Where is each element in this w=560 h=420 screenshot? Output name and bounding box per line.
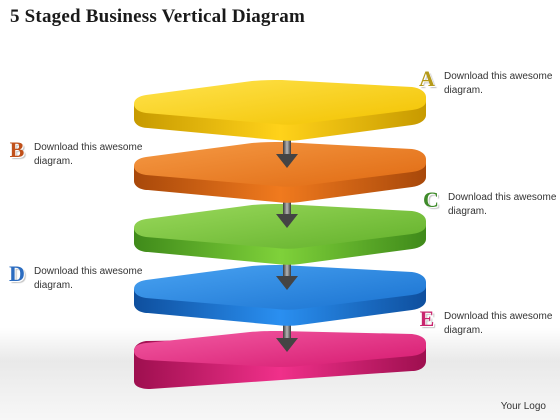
page-title: 5 Staged Business Vertical Diagram [10, 6, 305, 27]
letter-e: E [419, 306, 435, 331]
layer-d [134, 265, 426, 326]
stage-a-text: Download this awesome diagram. [444, 71, 553, 96]
stage-a-label: A Download this awesome diagram. [416, 68, 556, 98]
layer-c [134, 204, 426, 265]
stage-c-label: C Download this awesome diagram. [420, 189, 560, 219]
layer-a [134, 80, 426, 141]
stage-e-label: E Download this awesome diagram. [416, 308, 556, 338]
arrow-a-to-b [276, 140, 298, 168]
letter-c: C [423, 187, 439, 212]
letter-a: A [419, 66, 435, 91]
stage-b-label: B Download this awesome diagram. [6, 139, 146, 169]
stage-d-text: Download this awesome diagram. [34, 266, 143, 291]
logo-text: Your Logo [500, 401, 546, 412]
stage-e-text: Download this awesome diagram. [444, 311, 553, 336]
arrow-d-to-e [276, 324, 298, 352]
letter-b: B [9, 137, 25, 162]
layer-b [134, 142, 426, 203]
stage-d-label: D Download this awesome diagram. [6, 263, 146, 293]
stage-c-text: Download this awesome diagram. [448, 192, 557, 217]
stage-b-text: Download this awesome diagram. [34, 142, 143, 167]
layer-e [134, 331, 426, 389]
letter-d: D [9, 261, 25, 286]
arrow-c-to-d [276, 262, 298, 290]
arrow-b-to-c [276, 200, 298, 228]
